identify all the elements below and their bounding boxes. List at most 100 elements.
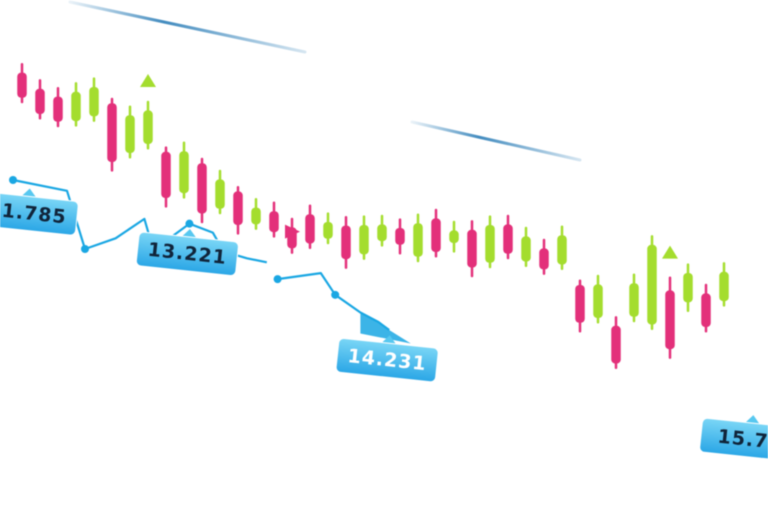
price-labels: 11.785 13.221 14.231 15.7B — [0, 188, 768, 463]
candle — [143, 100, 153, 150]
candle-body — [143, 110, 153, 144]
candle-body — [107, 103, 117, 162]
price-label-pointer — [182, 228, 197, 238]
candle-body — [467, 229, 477, 268]
price-label-box — [335, 337, 439, 383]
candle-body — [71, 91, 81, 122]
price-label-pointer — [745, 415, 760, 424]
price-label-pointer — [21, 188, 36, 198]
candle — [557, 225, 567, 271]
candle — [107, 97, 117, 172]
candle-body — [269, 211, 279, 233]
price-line-dot — [81, 245, 89, 253]
candle-body — [503, 224, 513, 254]
candle-body — [305, 214, 315, 244]
price-line-dot — [331, 290, 340, 299]
candle — [305, 204, 315, 250]
up-arrow-marker — [662, 245, 678, 259]
price-label: 13.221 — [135, 228, 239, 276]
price-label-box — [135, 231, 239, 276]
grid-line-middle — [410, 120, 582, 162]
grid-line-top — [68, 0, 307, 54]
candle — [89, 77, 99, 122]
candle-body — [341, 225, 351, 260]
price-line-dot — [9, 176, 17, 184]
candle — [719, 262, 729, 307]
price-label-box — [699, 417, 768, 463]
candle-body — [539, 248, 549, 270]
candle-body — [197, 163, 207, 214]
price-line-dot — [185, 219, 194, 228]
candle-body — [683, 273, 693, 303]
price-area — [360, 312, 411, 344]
candle — [323, 212, 333, 245]
candle — [179, 141, 189, 199]
candle-body — [323, 222, 333, 239]
candle-body — [485, 225, 495, 263]
candle — [539, 238, 549, 275]
candle-body — [251, 207, 261, 225]
candle-body — [701, 293, 711, 327]
candle-body — [233, 191, 243, 225]
candle — [53, 86, 63, 128]
candle — [341, 215, 351, 269]
candle-body — [521, 236, 531, 262]
price-label-pointer — [381, 335, 396, 344]
candle — [683, 263, 693, 313]
candle — [125, 105, 135, 159]
candle-body — [53, 96, 63, 122]
candle — [593, 274, 603, 324]
candle-body — [629, 283, 639, 317]
candle — [521, 226, 531, 268]
price-label: 11.785 — [0, 188, 79, 236]
candle — [71, 82, 81, 127]
candle-body — [665, 290, 675, 350]
candle-body — [413, 223, 423, 257]
candle-body — [377, 224, 387, 242]
candle — [377, 214, 387, 247]
candle-body — [593, 284, 603, 318]
price-label: 15.7B — [699, 415, 768, 463]
price-line-segment — [277, 272, 390, 331]
up-arrow-marker — [140, 74, 156, 87]
candle-body — [611, 325, 621, 364]
candle-body — [125, 115, 135, 153]
candle — [503, 214, 513, 260]
candle-body — [719, 271, 729, 302]
signal-markers — [140, 74, 678, 259]
candle-body — [161, 151, 171, 198]
candle — [431, 208, 441, 258]
candle-body — [557, 235, 567, 265]
candle — [395, 218, 405, 255]
candle — [359, 215, 369, 260]
candle-body — [17, 72, 27, 98]
candle-body — [431, 218, 441, 252]
candle-body — [575, 285, 585, 323]
price-label-box — [0, 191, 79, 236]
candle — [197, 157, 207, 224]
right-arrow-marker — [285, 224, 300, 239]
candle — [215, 169, 225, 215]
candle-body — [647, 244, 657, 325]
grid-lines — [68, 0, 582, 162]
candle-body — [35, 88, 45, 114]
candles — [17, 62, 729, 370]
price-line-dot — [273, 275, 282, 284]
candle — [161, 146, 171, 208]
candle — [35, 79, 45, 120]
candle-body — [359, 225, 369, 255]
candle-body — [449, 230, 459, 243]
candle — [413, 213, 423, 263]
candle-body — [89, 87, 99, 117]
candle — [665, 276, 675, 359]
candle — [467, 220, 477, 278]
candle — [17, 62, 27, 104]
candle-body — [179, 151, 189, 194]
candle-body — [215, 179, 225, 209]
candle-body — [395, 228, 405, 245]
candle — [611, 316, 621, 370]
candle — [269, 201, 279, 238]
candle — [251, 197, 261, 230]
price-label: 14.231 — [335, 335, 439, 383]
